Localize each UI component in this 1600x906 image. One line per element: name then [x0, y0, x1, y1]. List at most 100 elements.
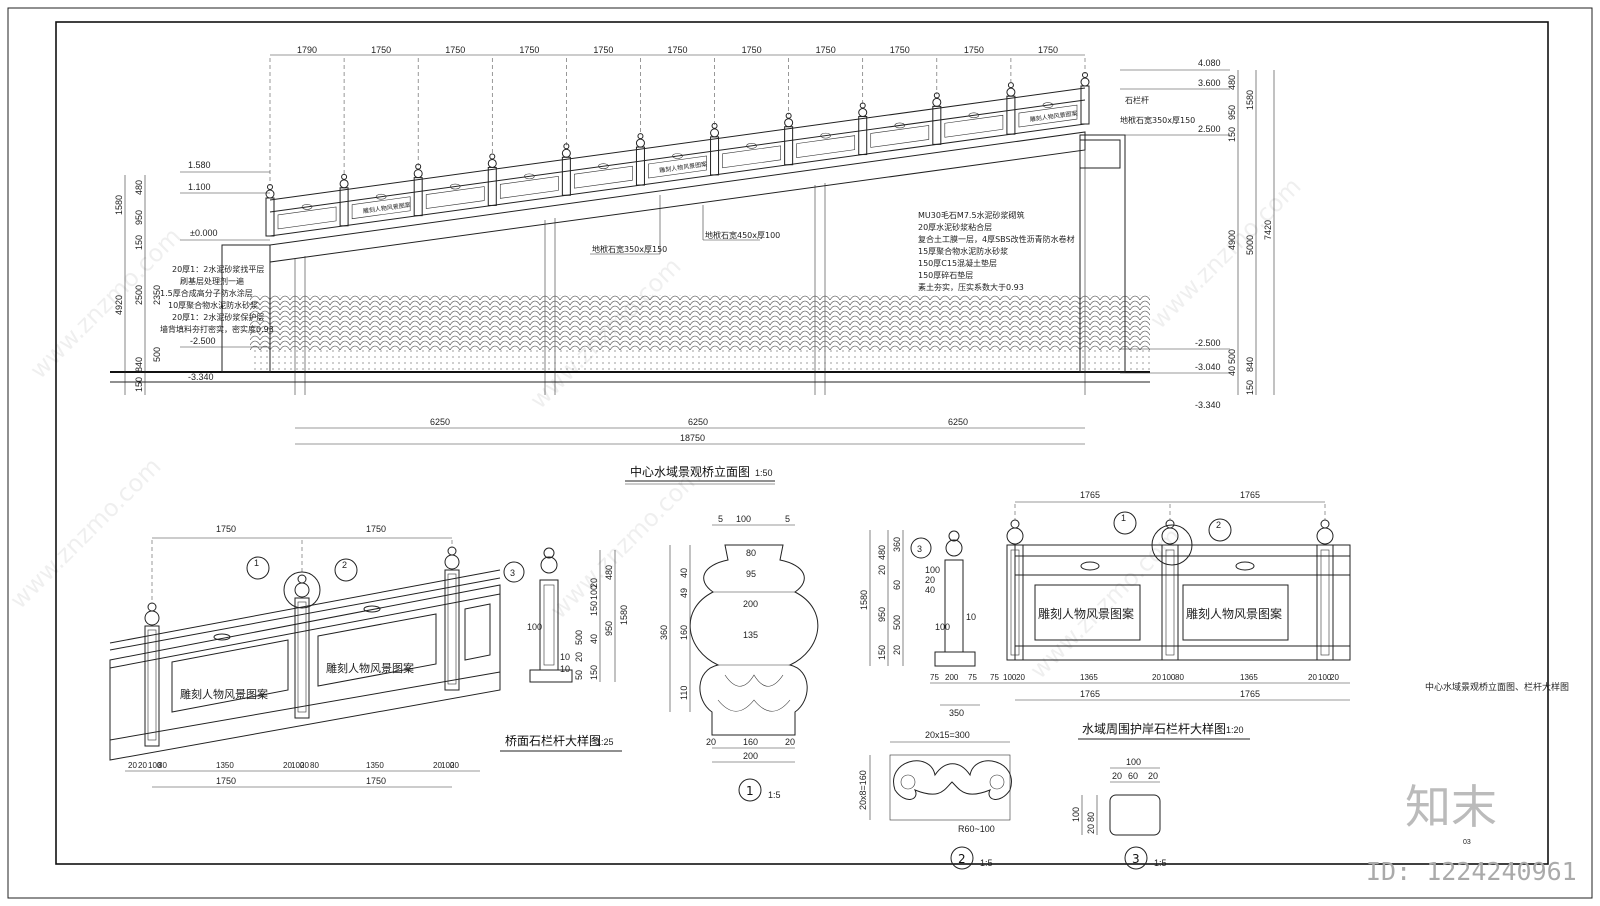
- ornament-icon: [820, 132, 831, 139]
- d1-h-110: 110: [679, 686, 689, 700]
- bridge-rail-title: 桥面石栏杆大样图: [505, 733, 601, 748]
- shore-panel-b: 雕刻人物风景图案: [1186, 606, 1282, 621]
- left-dim-840: 840: [134, 357, 144, 372]
- level-left-4: -2.500: [190, 336, 216, 346]
- sheet-title: 中心水域景观桥立面图、栏杆大样图: [1425, 681, 1569, 693]
- rail-post: [710, 136, 720, 176]
- d1-w-200: 200: [743, 599, 758, 609]
- detail-2-marker: [950, 846, 974, 870]
- shore-sect-100b: 100: [935, 622, 950, 632]
- detail-finial: [294, 582, 310, 598]
- shore-bottom-dim: 75: [990, 673, 999, 682]
- watermark-4: www.znzmo.com: [4, 452, 166, 614]
- detail-1-marker: [738, 778, 762, 802]
- shore-dim-150: 150: [877, 645, 887, 660]
- rail-panel: [499, 176, 559, 199]
- d1-h-49: 49: [679, 588, 689, 598]
- right-total-7420: 7420: [1263, 220, 1273, 240]
- left-dim-2350: 2350: [152, 285, 162, 305]
- rail-panel: [648, 155, 707, 179]
- callout-1: 1: [254, 558, 259, 568]
- right-dim-4900: 4900: [1227, 230, 1237, 250]
- left-dim-500: 500: [152, 347, 162, 362]
- rail-panel: [796, 135, 856, 158]
- detail-finial: [444, 554, 460, 570]
- shore-bottom-total-1: 1765: [1080, 689, 1100, 699]
- rail-post: [784, 126, 794, 166]
- ornament-icon: [1235, 561, 1255, 571]
- outer-border: [7, 7, 1593, 899]
- ornament-icon: [449, 183, 461, 190]
- watermark-5: www.znzmo.com: [544, 462, 706, 624]
- d1-h-40: 40: [679, 568, 689, 578]
- detail-3-label: 3: [1132, 852, 1140, 866]
- layer-note-r7: 素土夯实，压实系数大于0.93: [918, 282, 1024, 292]
- rail-top-dim-2: 1750: [366, 524, 386, 534]
- rail-bottom-dim: 1350: [216, 761, 234, 770]
- d1-w-200b: 200: [743, 751, 758, 761]
- shore-top-dim-1: 1765: [1080, 490, 1100, 500]
- shore-dim-480: 480: [877, 545, 887, 560]
- post-finial: [784, 118, 794, 128]
- shore-dim-20b: 20: [892, 645, 902, 655]
- post-finial: [413, 169, 423, 179]
- rail-bottom-dim: 1350: [366, 761, 384, 770]
- shore-sect-100: 100: [925, 565, 940, 575]
- shore-bottom-dim: 200: [945, 673, 959, 682]
- left-total-1580: 1580: [114, 195, 124, 215]
- shore-rail-scale: 1:20: [1226, 725, 1244, 735]
- post-finial: [635, 138, 645, 148]
- rail-bottom-total-1: 1750: [216, 776, 236, 786]
- d3-top-100: 100: [1126, 757, 1141, 767]
- total-span-dim: 18750: [680, 433, 705, 443]
- sect-dim-10: 10: [560, 652, 570, 662]
- ornament-icon: [213, 633, 231, 641]
- right-dim-150: 150: [1227, 127, 1237, 142]
- level-right-5: -3.040: [1195, 362, 1221, 372]
- left-dim-2500: 2500: [134, 285, 144, 305]
- post-finial: [339, 179, 349, 189]
- water-pattern: [250, 295, 1150, 350]
- shore-bottom-dim: 1365: [1080, 673, 1098, 682]
- post-finial: [561, 148, 571, 158]
- left-abutment: [221, 244, 271, 373]
- post-finial: [858, 108, 868, 118]
- shore-callout-2: 2: [1216, 520, 1221, 530]
- ornament-icon: [894, 122, 906, 129]
- right-dim-500: 500: [1227, 349, 1237, 364]
- detail-1-finial: 100 5 5 80 95 200 135 160 200 20 20 40 4…: [659, 514, 819, 802]
- level-left-3: ±0.000: [190, 228, 217, 238]
- right-dim-950: 950: [1227, 105, 1237, 120]
- rail-bottom-dim: 20: [128, 761, 137, 770]
- shore-bottom-dim: 20: [1308, 673, 1317, 682]
- post-finial: [932, 97, 942, 107]
- d2-side-dim: 20x8=160: [858, 770, 868, 810]
- right-total-5000: 5000: [1245, 235, 1255, 255]
- d1-h-360: 360: [659, 625, 669, 640]
- layer-note-l6: 墙背填料夯打密实，密实度0.93: [160, 324, 274, 334]
- callout-1-circle: [246, 556, 270, 580]
- sect-dim-150b: 150: [589, 665, 599, 680]
- ornament-icon: [301, 204, 313, 210]
- brand-id: ID: 1224240961: [1366, 857, 1577, 886]
- watermark-3: www.znzmo.com: [1144, 172, 1306, 334]
- shore-top-dim-2: 1765: [1240, 490, 1260, 500]
- d1-w-135: 135: [743, 630, 758, 640]
- rail-panel: [944, 114, 1004, 138]
- sect-dim-10b: 10: [560, 664, 570, 674]
- ornament-icon: [598, 163, 609, 169]
- layer-note-r5: 150厚C15混凝土垫层: [918, 258, 997, 268]
- rail-panel: [870, 125, 930, 148]
- shore-finial: [1316, 527, 1334, 545]
- level-right-1: 4.080: [1198, 58, 1221, 68]
- detail-3-scale: 1:5: [1154, 858, 1167, 868]
- rail-bottom-dim: 20: [283, 761, 292, 770]
- right-dim-840: 840: [1245, 357, 1255, 372]
- detail-finial: [144, 610, 160, 626]
- shore-sect-40: 40: [925, 585, 935, 595]
- sect-dim-100: 100: [589, 585, 599, 600]
- span-dim-3: 6250: [948, 417, 968, 427]
- rail-post: [487, 166, 497, 206]
